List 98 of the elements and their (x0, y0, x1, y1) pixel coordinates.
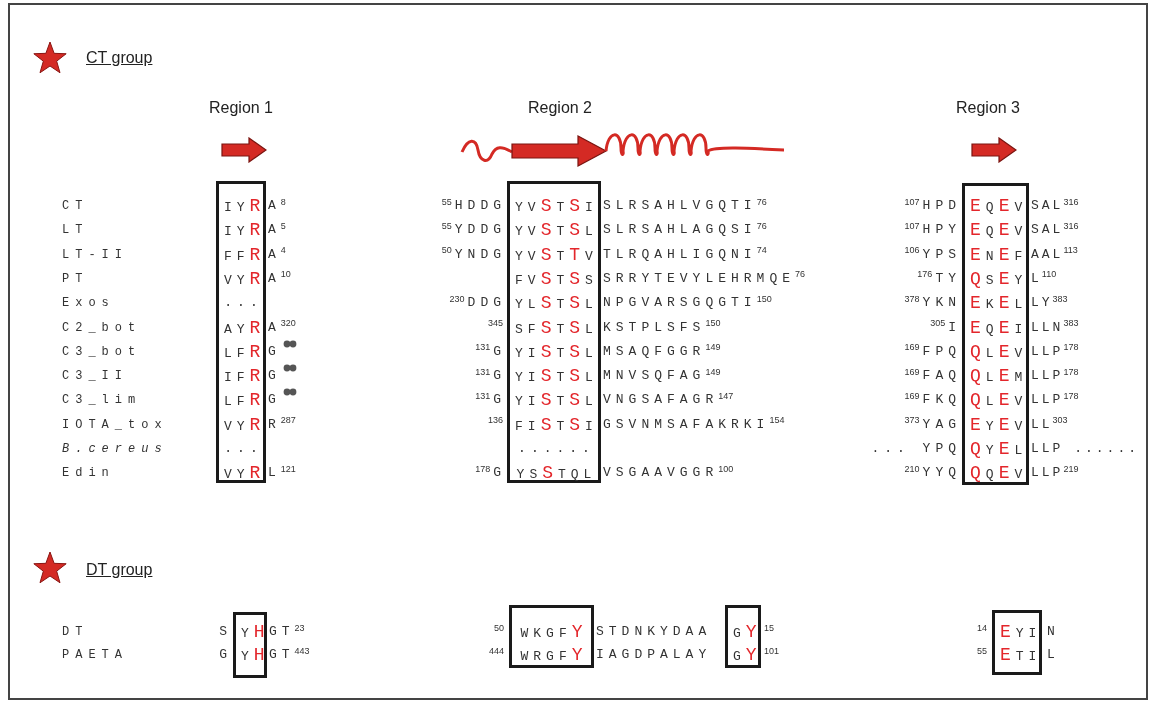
sequence-fragment: SAL$^{316}$ (1031, 195, 1080, 215)
sequence-fragment: $^{169}$FKQ (904, 389, 961, 410)
protein-name: PT (62, 270, 89, 288)
sequence-fragment: L$^{121}$ (268, 462, 297, 483)
sequence-fragment: LL$^{303}$ (1031, 414, 1069, 434)
group-heading: DT group (86, 560, 153, 580)
sequence-fragment: $^{210}$YYQ (904, 462, 961, 483)
sequence-fragment: A$^{8}$ (268, 195, 287, 215)
protein-name: CT (62, 198, 89, 215)
sequence-fragment: LY$^{383}$ (1031, 292, 1069, 313)
residue-number: 55 (977, 644, 988, 658)
sequence-fragment: 345 (487, 317, 504, 330)
sequence-fragment: $^{55}$HDDG (441, 195, 506, 215)
sequence-fragment: SLRSAHLVGQTI$^{76}$ (603, 195, 768, 215)
protein-name: Edin (62, 465, 115, 483)
protein-name: DT (62, 624, 89, 641)
sequence-fragment: $^{178}$G (475, 462, 506, 483)
protein-name: Exos (62, 295, 115, 313)
alignment-box (507, 181, 601, 483)
residue-number: 444 (488, 644, 505, 658)
sequence-fragment: STDNKYDAA (596, 623, 712, 641)
residue-number: 14 (977, 621, 988, 635)
sequence-fragment: ... (223, 294, 263, 313)
sequence-fragment: NPGVARSGQGTI$^{150}$ (603, 292, 773, 313)
residue-number: 101 (764, 644, 781, 658)
group-heading: CT group (86, 48, 153, 68)
sequence-fragment: $^{131}$G (475, 365, 506, 386)
sequence-fragment: $^{378}$YKN (904, 292, 961, 313)
sequence-fragment: G (268, 391, 281, 410)
sequence-fragment: LLP ...... (1031, 440, 1139, 458)
sequence-fragment: AAL$^{113}$ (1031, 244, 1079, 264)
sequence-fragment: ...... (517, 440, 596, 458)
sequence-fragment: TLRQAHLIGQNI$^{74}$ (603, 244, 768, 264)
sequence-fragment: G (268, 367, 281, 386)
sequence-fragment: $^{373}$YAG (904, 414, 961, 434)
sequence-fragment: GSVNMSAFAKRKI$^{154}$ (603, 414, 786, 434)
sequence-fragment: IAGDPALAY (596, 646, 712, 664)
alignment-box (962, 183, 1029, 485)
sequence-fragment: SRRYTEVYLEHRMQE$^{76}$ (603, 268, 807, 288)
protein-name: B.cereus (62, 441, 168, 458)
sequence-fragment: L$^{110}$ (1031, 268, 1058, 288)
sequence-fragment: $^{305}$I (930, 317, 961, 337)
protein-name: C3_II (62, 368, 128, 386)
sequence-fragment: A$^{4}$ (268, 244, 287, 264)
sequence-fragment: G (219, 646, 232, 664)
protein-name: C3_lim (62, 392, 142, 410)
sequence-fragment: S (219, 623, 232, 641)
sequence-fragment: VSGAAVGGR$^{100}$ (603, 462, 735, 483)
sequence-fragment: $^{106}$YPS (904, 244, 961, 264)
sequence-fragment: MSAQFGGR$^{149}$ (603, 341, 722, 361)
sequence-fragment: KSTPLSFS$^{150}$ (603, 317, 722, 337)
sequence-fragment: LLN$^{383}$ (1031, 317, 1080, 337)
residue-number: 15 (764, 621, 775, 635)
sequence-fragment: $^{107}$HPY (904, 219, 961, 240)
protein-name: C3_bot (62, 343, 142, 361)
protein-name: C2_bot (62, 319, 142, 337)
sequence-fragment: A$^{320}$ (268, 317, 297, 337)
sequence-fragment: LLP$^{219}$ (1031, 462, 1080, 483)
sequence-fragment: $^{169}$FPQ (904, 341, 961, 361)
sequence-fragment: A$^{10}$ (268, 268, 292, 288)
sequence-fragment: GT$^{23}$ (269, 621, 306, 641)
sequence-fragment: GT$^{443}$ (269, 644, 311, 664)
protein-name: PAETA (62, 647, 128, 664)
residue-number: 50 (494, 621, 505, 635)
sequence-fragment: $^{169}$FAQ (904, 365, 961, 386)
sequence-fragment: VNGSAFAGR$^{147}$ (603, 389, 735, 410)
sequence-fragment: $^{131}$G (475, 389, 506, 410)
alignment-box (216, 181, 266, 483)
sequence-fragment: LLP$^{178}$ (1031, 389, 1080, 410)
sequence-fragment: 136 (487, 414, 504, 428)
sequence-fragment: $^{55}$YDDG (441, 219, 506, 240)
alignment-box (992, 610, 1042, 675)
protein-name: LT-II (62, 246, 128, 264)
region-heading: Region 1 (207, 98, 274, 118)
sequence-fragment: ... (223, 440, 263, 458)
sequence-fragment: SAL$^{316}$ (1031, 219, 1080, 240)
alignment-box (233, 612, 267, 678)
sequence-fragment: $^{107}$HPD (904, 195, 961, 215)
sequence-fragment: $^{176}$TY (917, 268, 961, 288)
sequence-fragment: R$^{287}$ (268, 414, 297, 434)
sequence-fragment: LLP$^{178}$ (1031, 341, 1080, 361)
sequence-fragment: $^{131}$G (475, 341, 506, 361)
sequence-fragment: $^{230}$DDG (449, 292, 506, 313)
region-heading: Region 3 (954, 98, 1021, 118)
protein-name: IOTA_tox (62, 416, 168, 434)
sequence-fragment: LLP$^{178}$ (1031, 365, 1080, 386)
sequence-fragment: SLRSAHLAGQSI$^{76}$ (603, 219, 768, 240)
sequence-fragment: N (1047, 623, 1060, 641)
region-heading: Region 2 (526, 98, 593, 118)
protein-name: LT (62, 222, 89, 240)
sequence-fragment: MNVSQFAG$^{149}$ (603, 365, 722, 386)
sequence-fragment: L (1047, 646, 1060, 664)
alignment-box (725, 605, 761, 668)
sequence-fragment: G (268, 342, 281, 361)
sequence-fragment: ... YPQ (871, 440, 961, 458)
sequence-fragment: $^{50}$YNDG (441, 244, 506, 264)
alignment-box (509, 605, 594, 668)
sequence-fragment: A$^{5}$ (268, 219, 287, 240)
